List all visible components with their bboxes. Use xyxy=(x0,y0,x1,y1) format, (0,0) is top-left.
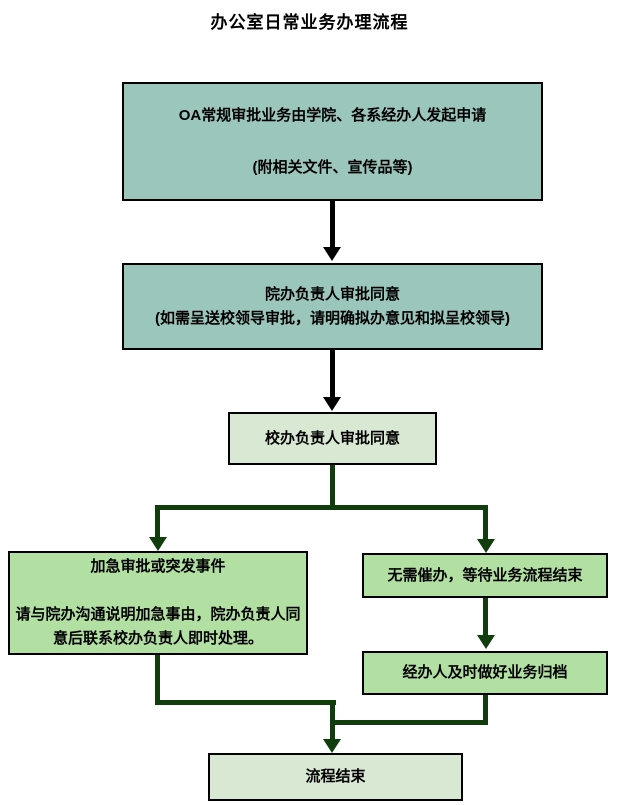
arrow-wait-to-archive-head xyxy=(477,635,495,649)
connector-archive-down xyxy=(483,695,488,725)
arrow-dept-to-school-head xyxy=(323,397,341,411)
arrow-merge-to-end-head xyxy=(323,739,341,753)
arrow-branch-to-wait-head xyxy=(477,539,495,553)
node-school-approval: 校办负责人审批同意 xyxy=(228,412,437,465)
node-end: 流程结束 xyxy=(208,753,463,801)
node-start: OA常规审批业务由学院、各系经办人发起申请 (附相关文件、宣传品等) xyxy=(122,82,543,201)
connector-branch-horizontal xyxy=(155,505,488,510)
connector-school-down xyxy=(330,465,335,510)
connector-archive-horizontal xyxy=(330,720,488,725)
arrow-branch-to-urgent-stem xyxy=(155,505,160,538)
flowchart-title: 办公室日常业务办理流程 xyxy=(210,13,409,32)
arrow-start-to-dept-stem xyxy=(330,201,335,248)
arrow-wait-to-archive-stem xyxy=(483,598,488,636)
arrow-start-to-dept-head xyxy=(323,247,341,261)
connector-urgent-down xyxy=(155,655,160,705)
arrow-branch-to-wait-stem xyxy=(483,505,488,540)
node-archive: 经办人及时做好业务归档 xyxy=(362,651,608,695)
arrow-dept-to-school-stem xyxy=(330,350,335,397)
node-urgent-case: 加急审批或突发事件 请与院办沟通说明加急事由，院办负责人同意后联系校办负责人即时… xyxy=(8,551,308,655)
connector-urgent-horizontal xyxy=(155,700,336,705)
arrow-branch-to-urgent-head xyxy=(149,537,167,551)
node-wait-flow: 无需催办，等待业务流程结束 xyxy=(362,553,608,598)
arrow-merge-to-end-stem xyxy=(330,700,335,739)
node-dept-approval: 院办负责人审批同意 (如需呈送校领导审批，请明确拟办意见和拟呈校领导) xyxy=(122,263,543,350)
